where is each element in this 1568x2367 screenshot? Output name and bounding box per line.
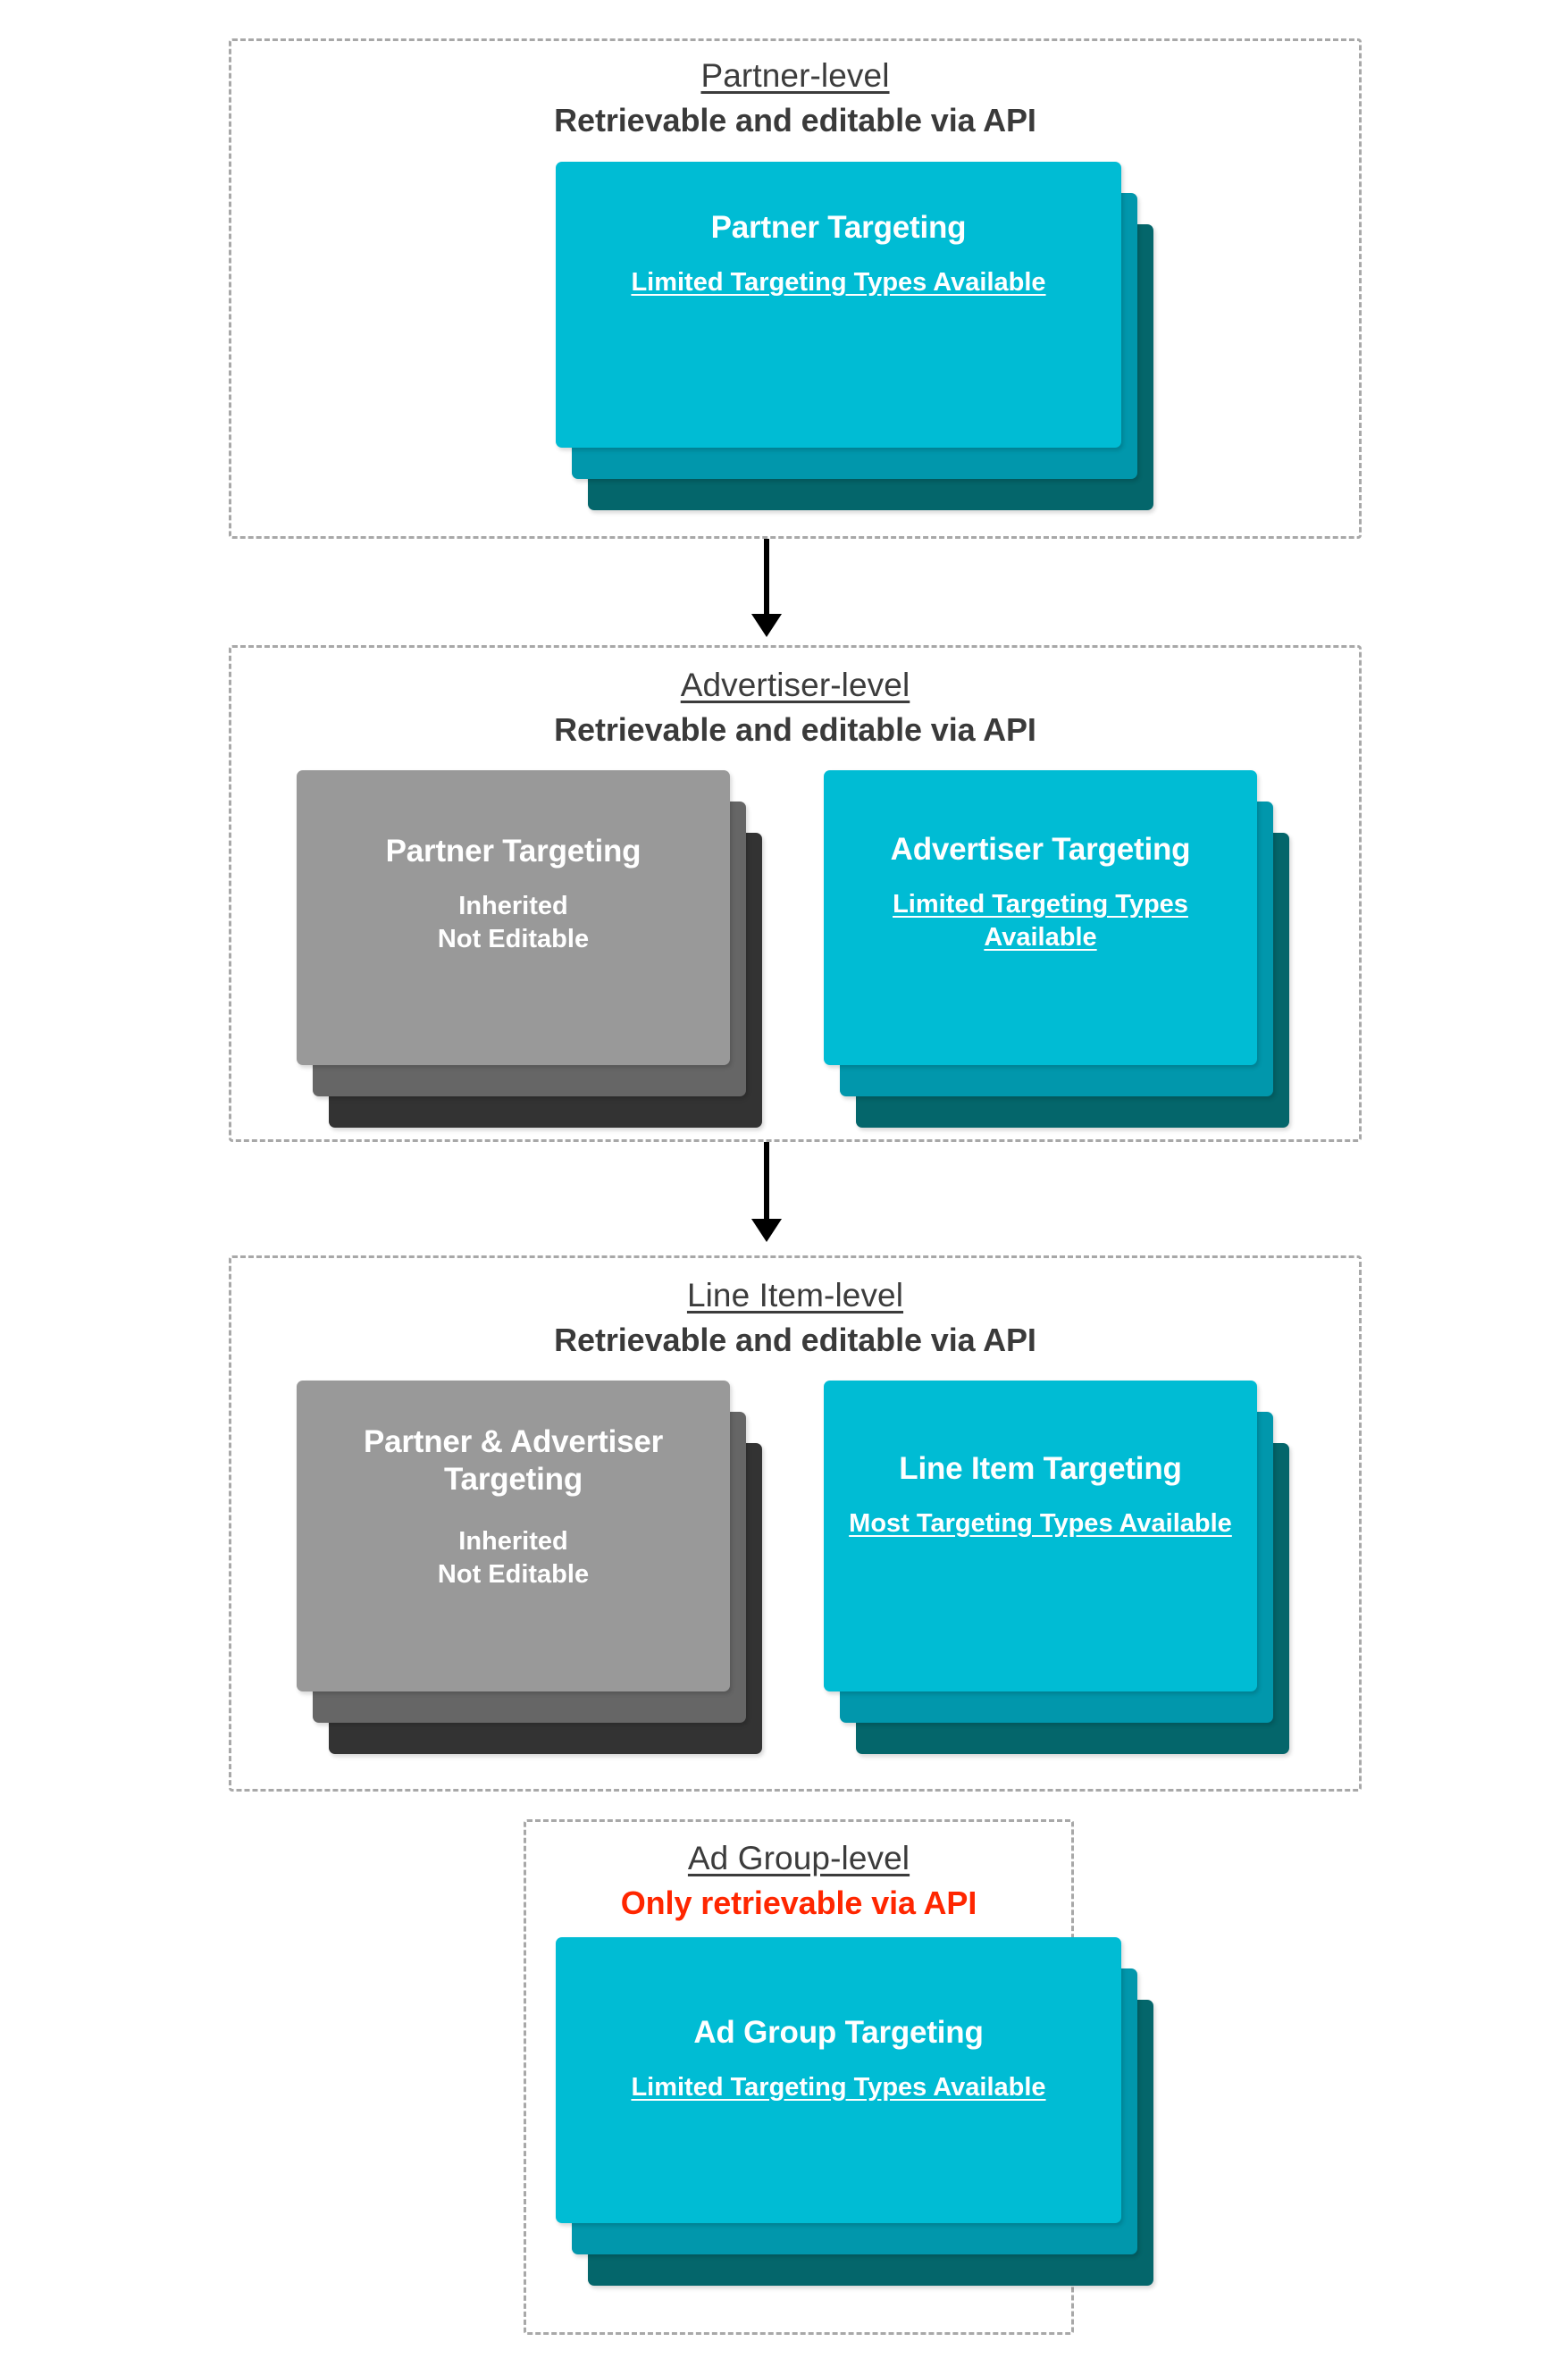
card-note-partner-targeting: Limited Targeting Types Available [631,268,1046,297]
card-title-partner-targeting: Partner Targeting [710,210,967,245]
card-note-line-item-targeting: Most Targeting Types Available [849,1509,1232,1538]
card-note-partner-advertiser-targeting-inherited: Inherited Not Editable [437,1527,590,1590]
card-content-line-item-targeting: Line Item Targeting Most Targeting Types… [824,1450,1257,1540]
card-content-advertiser-targeting: Advertiser Targeting Limited Targeting T… [824,831,1257,954]
arrow-shaft [764,1142,769,1221]
level-subtitle-partner: Retrievable and editable via API [554,101,1036,138]
level-title-partner: Partner-level [700,57,890,94]
card-title-advertiser-targeting: Advertiser Targeting [890,832,1191,867]
card-note-partner-targeting-inherited: Inherited Not Editable [437,892,590,954]
level-box-line-item [229,1255,1362,1792]
card-layer-front: Line Item Targeting Most Targeting Types… [824,1381,1257,1691]
level-heading-advertiser: Advertiser-level Retrievable and editabl… [229,666,1362,749]
arrow-head-icon [751,614,782,637]
connector-partner-to-advertiser [750,539,783,637]
card-content-partner-targeting-inherited: Partner Targeting Inherited Not Editable [297,833,730,956]
level-heading-line-item: Line Item-level Retrievable and editable… [229,1276,1362,1359]
card-content-partner-advertiser-targeting-inherited: Partner & Advertiser Targeting Inherited… [297,1423,730,1591]
card-layer-front: Advertiser Targeting Limited Targeting T… [824,770,1257,1065]
level-heading-partner: Partner-level Retrievable and editable v… [229,56,1362,139]
card-content-ad-group-targeting: Ad Group Targeting Limited Targeting Typ… [556,2014,1121,2104]
card-stack-partner-targeting[interactable]: Partner Targeting Limited Targeting Type… [556,162,1154,510]
connector-advertiser-to-line-item [750,1142,783,1245]
level-subtitle-advertiser: Retrievable and editable via API [554,710,1036,748]
level-title-advertiser: Advertiser-level [680,667,910,703]
card-title-partner-advertiser-targeting-inherited: Partner & Advertiser Targeting [363,1424,664,1497]
card-stack-partner-targeting-inherited[interactable]: Partner Targeting Inherited Not Editable [297,770,770,1128]
card-stack-line-item-targeting[interactable]: Line Item Targeting Most Targeting Types… [824,1381,1297,1756]
card-layer-front: Ad Group Targeting Limited Targeting Typ… [556,1937,1121,2223]
level-subtitle-line-item: Retrievable and editable via API [554,1321,1036,1358]
level-title-ad-group: Ad Group-level [687,1840,910,1876]
level-box-advertiser [229,645,1362,1142]
card-layer-front: Partner & Advertiser Targeting Inherited… [297,1381,730,1691]
arrow-head-icon [751,1219,782,1242]
card-title-ad-group-targeting: Ad Group Targeting [693,2015,984,2050]
level-title-line-item: Line Item-level [686,1277,904,1314]
card-layer-front: Partner Targeting Limited Targeting Type… [556,162,1121,448]
card-layer-front: Partner Targeting Inherited Not Editable [297,770,730,1065]
card-title-partner-targeting-inherited: Partner Targeting [385,834,641,869]
card-note-ad-group-targeting: Limited Targeting Types Available [631,2073,1046,2102]
card-content-partner-targeting: Partner Targeting Limited Targeting Type… [556,209,1121,299]
card-stack-advertiser-targeting[interactable]: Advertiser Targeting Limited Targeting T… [824,770,1297,1128]
card-stack-ad-group-targeting[interactable]: Ad Group Targeting Limited Targeting Typ… [556,1937,1154,2286]
level-heading-ad-group: Ad Group-level Only retrievable via API [524,1839,1074,1922]
card-title-line-item-targeting: Line Item Targeting [899,1451,1182,1486]
level-box-partner [229,38,1362,539]
arrow-shaft [764,539,769,616]
card-note-advertiser-targeting: Limited Targeting Types Available [893,890,1188,953]
card-stack-partner-advertiser-targeting-inherited[interactable]: Partner & Advertiser Targeting Inherited… [297,1381,770,1756]
level-subtitle-ad-group: Only retrievable via API [620,1884,977,1921]
